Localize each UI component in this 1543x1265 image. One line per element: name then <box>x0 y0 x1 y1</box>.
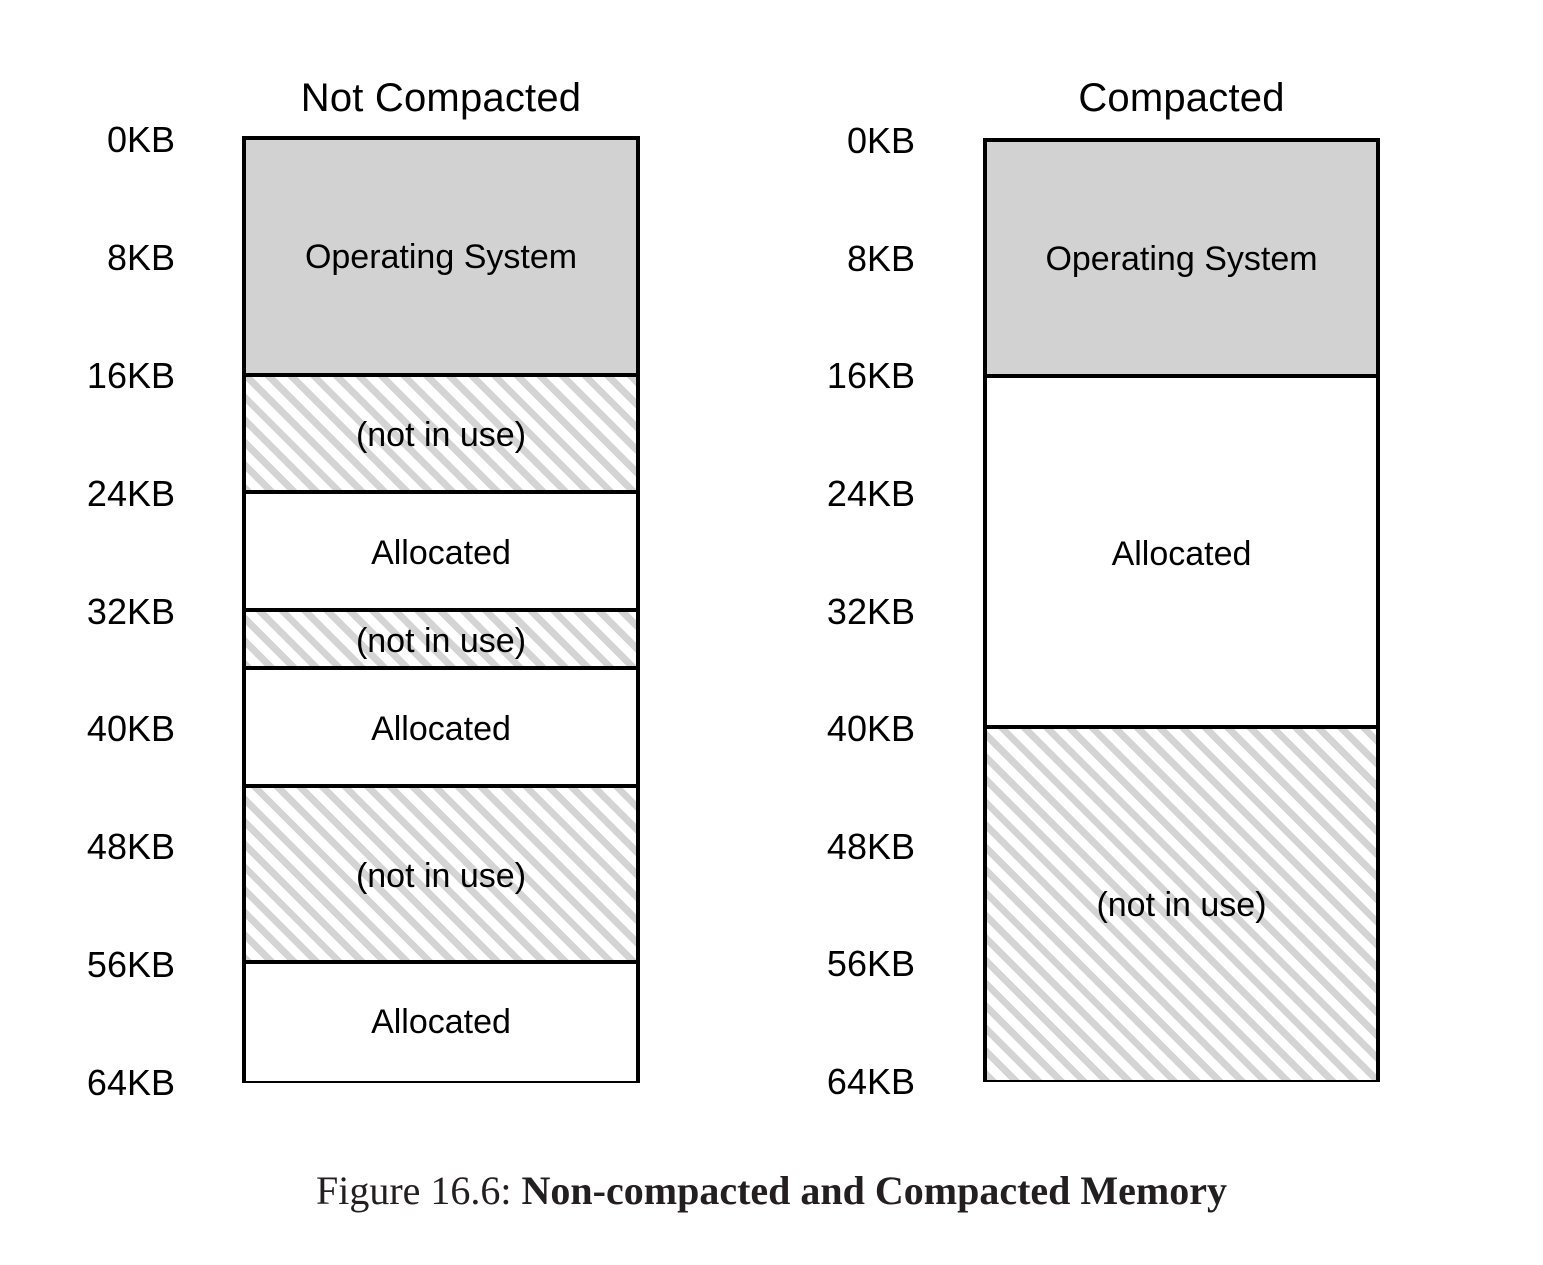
memory-segment-label: Allocated <box>371 1003 511 1042</box>
scale-tick-label: 64KB <box>86 1062 175 1103</box>
scale-tick-label: 0KB <box>846 120 915 161</box>
memory-segment: Operating System <box>246 140 636 375</box>
memory-segment-label: Operating System <box>1045 240 1318 278</box>
scale-tick-label: 40KB <box>86 708 175 750</box>
memory-segment: Allocated <box>246 666 636 788</box>
scale-tick-label: 32KB <box>826 590 915 632</box>
scale-tick-label: 16KB <box>826 355 915 397</box>
memory-segment: (not in use) <box>987 725 1376 1080</box>
memory-segment-label: (not in use) <box>1096 885 1267 924</box>
memory-segment: (not in use) <box>246 607 636 671</box>
scale-tick-label: 56KB <box>826 943 915 985</box>
memory-segment-label: Operating System <box>304 238 578 277</box>
memory-segment-label: (not in use) <box>355 416 527 455</box>
memory-segment: (not in use) <box>246 372 636 495</box>
memory-segment-label: (not in use) <box>355 621 527 660</box>
scale-tick-label: 48KB <box>826 825 915 867</box>
memory-map-not-compacted: Operating System (not in use) Allocated (no… <box>242 136 640 1083</box>
figure-caption-prefix: Figure 16.6: <box>316 1168 512 1213</box>
memory-segment-label: Allocated <box>371 533 511 572</box>
scale-tick-label: 8KB <box>106 236 175 278</box>
figure-caption-title: Non-compacted and Compacted Memory <box>521 1168 1227 1213</box>
scale-tick-label: 16KB <box>86 354 175 396</box>
scale-tick-label: 56KB <box>86 944 175 986</box>
scale-tick-label: 8KB <box>846 237 915 279</box>
scale-tick-label: 24KB <box>86 472 175 514</box>
column-title-compacted: Compacted <box>1078 76 1285 120</box>
memory-segment: Allocated <box>246 490 636 612</box>
scale-tick-label: 0KB <box>106 119 175 160</box>
scale-tick-label: 48KB <box>86 826 175 868</box>
scale-tick-label: 32KB <box>86 590 175 632</box>
scale-tick-label: 40KB <box>826 708 915 750</box>
figure-caption: Figure 16.6: Non-compacted and Compacted… <box>0 1167 1543 1214</box>
scale-tick-label: 64KB <box>826 1061 915 1102</box>
memory-segment: (not in use) <box>246 783 636 964</box>
memory-segment-label: Allocated <box>371 709 511 748</box>
memory-segment: Operating System <box>987 142 1376 376</box>
column-title-not-compacted: Not Compacted <box>300 76 582 120</box>
memory-segment-label: Allocated <box>1111 534 1252 573</box>
memory-segment-label: (not in use) <box>355 856 527 895</box>
scale-tick-label: 24KB <box>826 472 915 514</box>
memory-segment: Allocated <box>987 374 1376 729</box>
memory-segment: Allocated <box>246 959 636 1081</box>
